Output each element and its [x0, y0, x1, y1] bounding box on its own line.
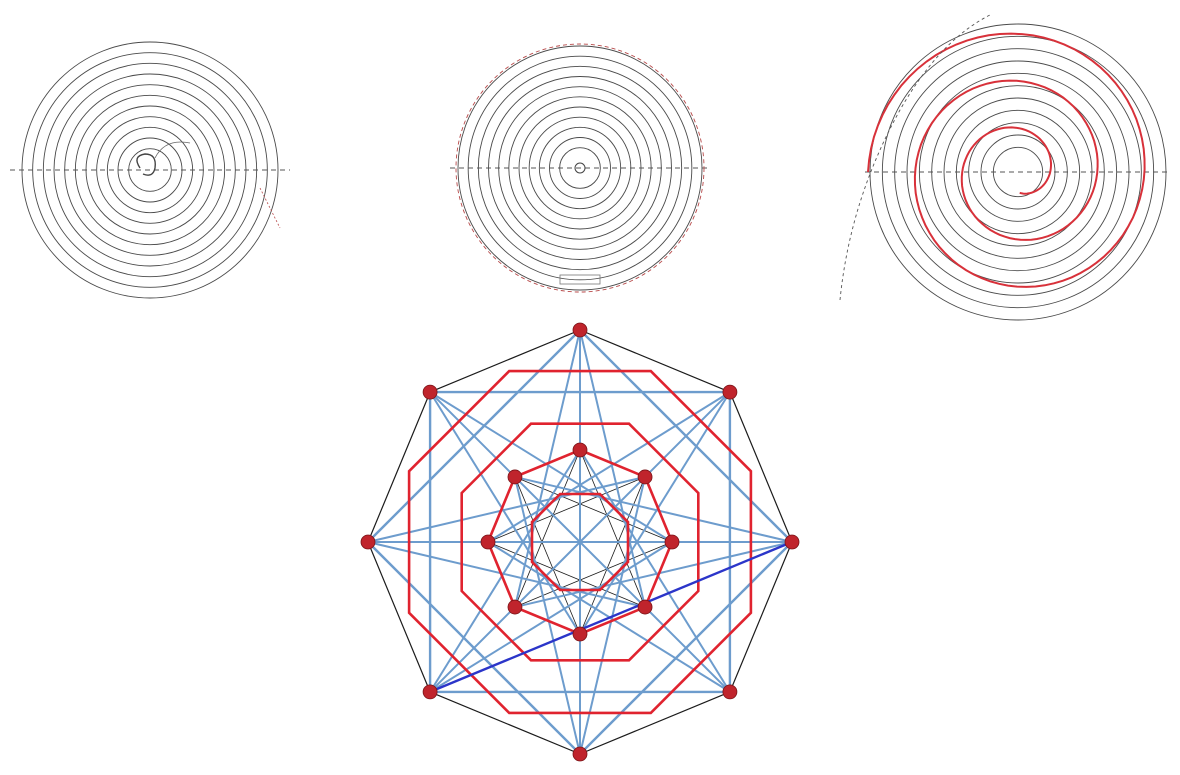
graph-node — [573, 747, 587, 761]
manuscript-circle-middle — [445, 38, 715, 308]
graph-node — [573, 627, 587, 641]
graph-node — [573, 443, 587, 457]
outline-edge — [730, 392, 792, 542]
graph-node — [508, 600, 522, 614]
graph-node — [423, 685, 437, 699]
blue-spoke — [430, 392, 580, 542]
star-polygon-graph — [355, 330, 810, 775]
graph-node — [665, 535, 679, 549]
graph-node — [723, 385, 737, 399]
scribble-mark — [155, 142, 190, 158]
blue-spoke — [580, 542, 730, 692]
dark-blue-edge — [430, 542, 792, 692]
outline-edge — [430, 330, 580, 392]
graph-node — [508, 470, 522, 484]
manuscript-circle-right — [820, 0, 1180, 330]
outline-edge — [368, 542, 430, 692]
inner-glyph — [137, 154, 155, 175]
dark-blue-line — [430, 542, 792, 692]
graph-node — [638, 470, 652, 484]
star-graph-svg — [355, 330, 810, 775]
graph-node — [361, 535, 375, 549]
blue-spoke — [580, 392, 730, 542]
circle-right-svg — [820, 0, 1180, 330]
graph-node — [785, 535, 799, 549]
circle-middle-svg — [445, 38, 715, 308]
outline-edge — [368, 392, 430, 542]
circle-left-svg — [5, 38, 295, 303]
graph-node — [423, 385, 437, 399]
blue-spoke — [430, 542, 580, 692]
graph-node — [723, 685, 737, 699]
graph-node — [573, 323, 587, 337]
graph-node — [638, 600, 652, 614]
graph-node — [481, 535, 495, 549]
manuscript-circle-left — [5, 38, 295, 303]
outline-edge — [580, 330, 730, 392]
outline-edge — [430, 692, 580, 754]
red-annotation — [260, 188, 280, 228]
outline-edge — [580, 692, 730, 754]
